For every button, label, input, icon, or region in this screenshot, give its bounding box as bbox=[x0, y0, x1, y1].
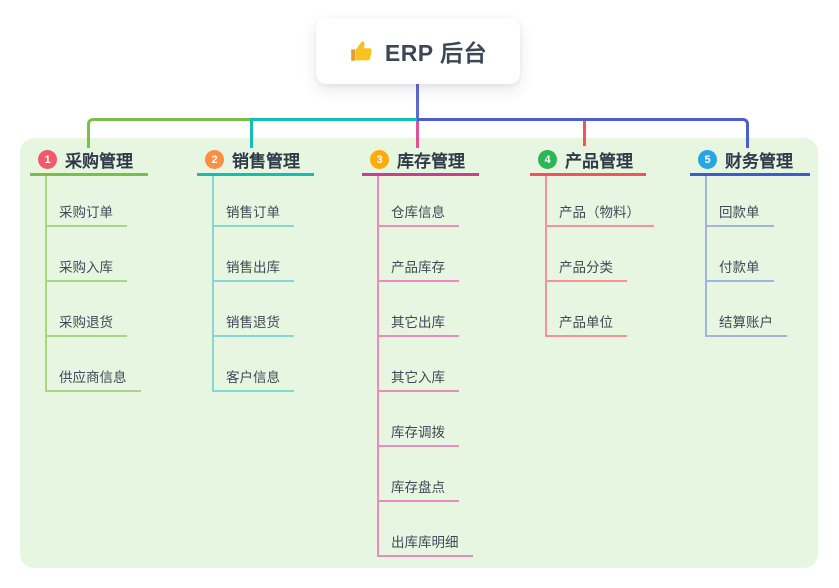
child-node[interactable]: 采购退货 bbox=[47, 282, 127, 337]
branch-children: 产品（物料）产品分类产品单位 bbox=[545, 176, 654, 337]
child-node[interactable]: 销售订单 bbox=[214, 176, 294, 227]
branch-column: 3 库存管理仓库信息产品库存其它出库其它入库库存调拨库存盘点出库库明细 bbox=[362, 146, 479, 557]
branch-children: 仓库信息产品库存其它出库其它入库库存调拨库存盘点出库库明细 bbox=[377, 176, 479, 557]
child-node[interactable]: 出库库明细 bbox=[379, 502, 473, 557]
drop-line-inventory bbox=[416, 121, 419, 148]
child-node[interactable]: 回款单 bbox=[707, 176, 774, 227]
branch-header[interactable]: 2 销售管理 bbox=[197, 146, 314, 176]
branch-header[interactable]: 3 库存管理 bbox=[362, 146, 479, 176]
child-node[interactable]: 其它出库 bbox=[379, 282, 459, 337]
child-node[interactable]: 其它入库 bbox=[379, 337, 459, 392]
branch-number-badge: 2 bbox=[205, 150, 224, 169]
child-node[interactable]: 销售出库 bbox=[214, 227, 294, 282]
branch-title: 产品管理 bbox=[565, 152, 633, 171]
bus-line-blue bbox=[417, 118, 749, 148]
branch-children: 采购订单采购入库采购退货供应商信息 bbox=[45, 176, 148, 392]
branch-title: 库存管理 bbox=[397, 152, 465, 171]
branch-number-badge: 4 bbox=[538, 150, 557, 169]
branch-title: 财务管理 bbox=[725, 152, 793, 171]
root-title: ERP 后台 bbox=[384, 40, 488, 66]
child-node[interactable]: 采购订单 bbox=[47, 176, 127, 227]
child-node[interactable]: 库存调拨 bbox=[379, 392, 459, 447]
branch-header[interactable]: 1 采购管理 bbox=[30, 146, 148, 176]
root-node[interactable]: ERP 后台 bbox=[316, 18, 520, 84]
branch-children: 销售订单销售出库销售退货客户信息 bbox=[212, 176, 314, 392]
branch-header[interactable]: 4 产品管理 bbox=[530, 146, 646, 176]
branch-children: 回款单付款单结算账户 bbox=[705, 176, 810, 337]
child-node[interactable]: 结算账户 bbox=[707, 282, 787, 337]
child-node[interactable]: 产品单位 bbox=[547, 282, 627, 337]
branch-column: 5 财务管理回款单付款单结算账户 bbox=[690, 146, 810, 337]
branch-number-badge: 3 bbox=[370, 150, 389, 169]
child-node[interactable]: 客户信息 bbox=[214, 337, 294, 392]
child-node[interactable]: 库存盘点 bbox=[379, 447, 459, 502]
child-node[interactable]: 采购入库 bbox=[47, 227, 127, 282]
thumbs-up-icon bbox=[349, 38, 375, 64]
root-connector-line bbox=[416, 83, 419, 121]
child-node[interactable]: 产品（物料） bbox=[547, 176, 654, 227]
child-node[interactable]: 销售退货 bbox=[214, 282, 294, 337]
branch-title: 采购管理 bbox=[65, 152, 133, 171]
branches-panel bbox=[20, 138, 818, 568]
branch-column: 1 采购管理采购订单采购入库采购退货供应商信息 bbox=[30, 146, 148, 392]
child-node[interactable]: 付款单 bbox=[707, 227, 774, 282]
drop-line-product bbox=[583, 121, 586, 146]
bus-line-green bbox=[87, 118, 252, 148]
branch-column: 4 产品管理产品（物料）产品分类产品单位 bbox=[530, 146, 654, 337]
branch-number-badge: 5 bbox=[698, 150, 717, 169]
child-node[interactable]: 产品分类 bbox=[547, 227, 627, 282]
branch-number-badge: 1 bbox=[38, 150, 57, 169]
child-node[interactable]: 供应商信息 bbox=[47, 337, 141, 392]
branch-column: 2 销售管理销售订单销售出库销售退货客户信息 bbox=[197, 146, 314, 392]
branch-title: 销售管理 bbox=[232, 152, 300, 171]
child-node[interactable]: 仓库信息 bbox=[379, 176, 459, 227]
bus-line-teal bbox=[252, 118, 417, 121]
drop-line-sales bbox=[250, 118, 253, 148]
child-node[interactable]: 产品库存 bbox=[379, 227, 459, 282]
branch-header[interactable]: 5 财务管理 bbox=[690, 146, 810, 176]
